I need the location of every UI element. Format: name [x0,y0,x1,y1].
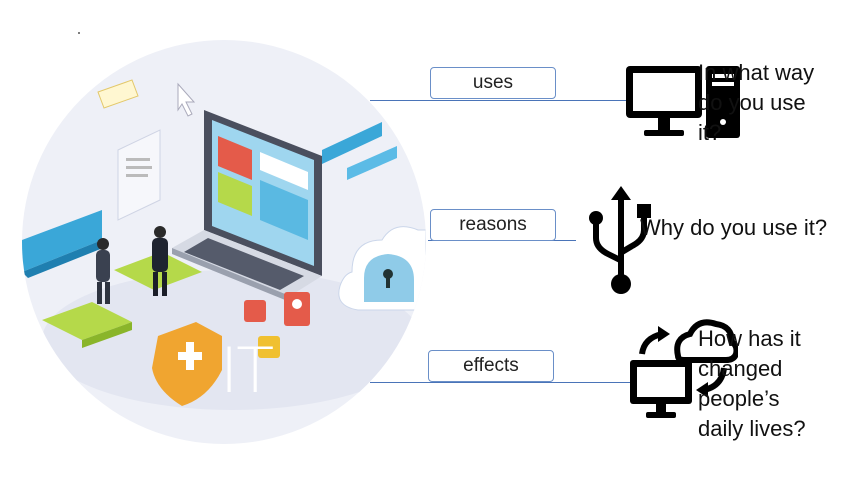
question-uses: In what way do you use it? [698,60,815,145]
cloud-sync-computer-icon [628,314,740,424]
usb-icon [586,186,656,300]
label-box-uses: uses [430,67,556,99]
label-box-effects: effects [428,350,554,382]
it-isometric-scene [22,79,426,410]
it-overlay-text: IT [220,334,274,407]
question-reasons: Why do you use it? [640,215,828,240]
connector-line-uses [370,100,630,101]
it-illustration: IT [22,40,426,444]
connector-line-effects [370,382,630,383]
question-effects: How has it changed people’s daily lives? [698,326,806,441]
stray-dot [78,32,80,34]
label-box-reasons: reasons [430,209,556,241]
desktop-computer-icon [624,64,742,144]
